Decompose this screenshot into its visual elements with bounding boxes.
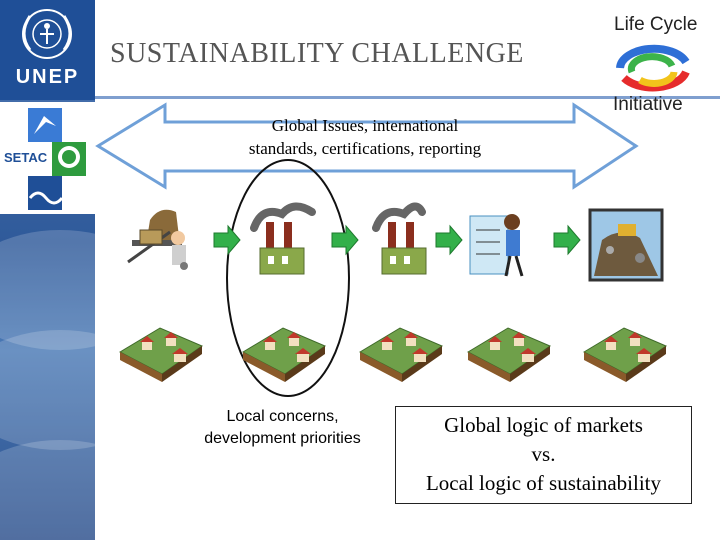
unep-label: UNEP (15, 66, 80, 88)
flow-arrow-2 (331, 224, 359, 256)
village-icon (118, 327, 204, 382)
un-emblem-icon (22, 9, 72, 59)
setac-logo: SETAC (0, 102, 95, 214)
global-issues-text: Global Issues, international standards, … (200, 114, 530, 160)
factory-icon (250, 202, 316, 275)
title-divider (95, 96, 720, 99)
lci-label-line2: Initiative (613, 94, 683, 115)
flow-arrow-3 (435, 224, 463, 256)
local-concerns-line-2: development priorities (204, 430, 361, 447)
local-focus-oval (226, 159, 350, 397)
setac-emblem-icon (28, 108, 86, 210)
mining-icon (127, 209, 188, 270)
slide-title: SUSTAINABILITY CHALLENGE (110, 38, 524, 69)
village-icon (466, 327, 552, 382)
village-icon (582, 327, 668, 382)
local-concerns-text: Local concerns, development priorities (180, 406, 385, 450)
setac-label: SETAC (4, 150, 48, 165)
global-issues-line-1: Global Issues, international (271, 116, 459, 135)
factory-icon (372, 202, 427, 275)
life-cycle-initiative-logo-icon (616, 44, 690, 92)
logic-line-2: vs. (531, 442, 556, 466)
logic-line-3: Local logic of sustainability (425, 471, 662, 495)
lci-label-line1: Life Cycle (614, 14, 698, 35)
flow-arrow-1 (213, 224, 241, 256)
local-concerns-line-1: Local concerns, (226, 408, 339, 425)
village-icon (358, 327, 444, 382)
logic-line-1: Global logic of markets (444, 413, 643, 437)
market-logic-box: Global logic of markets vs. Local logic … (395, 406, 692, 504)
global-issues-line-2: standards, certifications, reporting (248, 139, 482, 158)
global-double-arrow (95, 102, 639, 190)
office-worker-icon (469, 214, 524, 277)
unep-logo: UNEP (0, 0, 95, 100)
village-icon (241, 327, 327, 382)
flow-arrow-4 (553, 224, 581, 256)
landfill-icon (588, 208, 664, 282)
